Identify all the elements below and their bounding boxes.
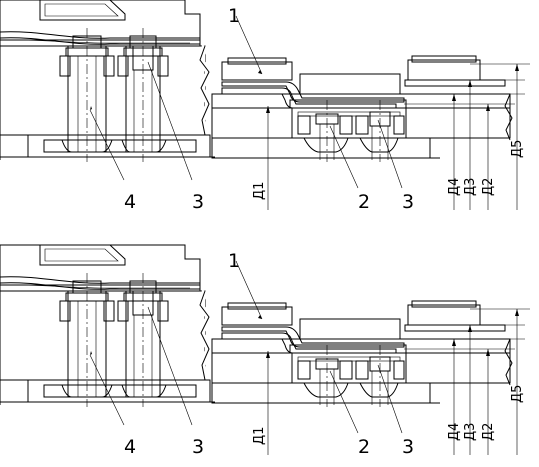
dim-d4: Д4	[447, 178, 462, 196]
dim-d3: Д3	[463, 423, 478, 441]
label-part-1: 1	[228, 250, 240, 272]
dim-d4: Д4	[447, 423, 462, 441]
label-part-1: 1	[228, 5, 240, 27]
dim-d5: Д5	[510, 140, 525, 158]
label-part-3-left: 3	[192, 436, 204, 458]
label-part-4: 4	[124, 436, 136, 458]
dim-d1: Д1	[252, 182, 267, 200]
dim-d2: Д2	[481, 178, 496, 196]
label-part-3-left: 3	[192, 191, 204, 213]
label-part-2: 2	[358, 436, 370, 458]
label-part-4: 4	[124, 191, 136, 213]
label-part-2: 2	[358, 191, 370, 213]
label-part-3-right: 3	[402, 436, 414, 458]
dim-d2: Д2	[481, 423, 496, 441]
dim-d1: Д1	[252, 427, 267, 445]
view-lower: 1 4 3 2 3 Д1 Д4 Д3 Д2 Д5	[0, 245, 530, 458]
view-upper: 1 4 3 2 3 Д1 Д4 Д3 Д2 Д5	[0, 0, 530, 213]
label-part-3-right: 3	[402, 191, 414, 213]
dim-d3: Д3	[463, 178, 478, 196]
dim-d5: Д5	[510, 385, 525, 403]
